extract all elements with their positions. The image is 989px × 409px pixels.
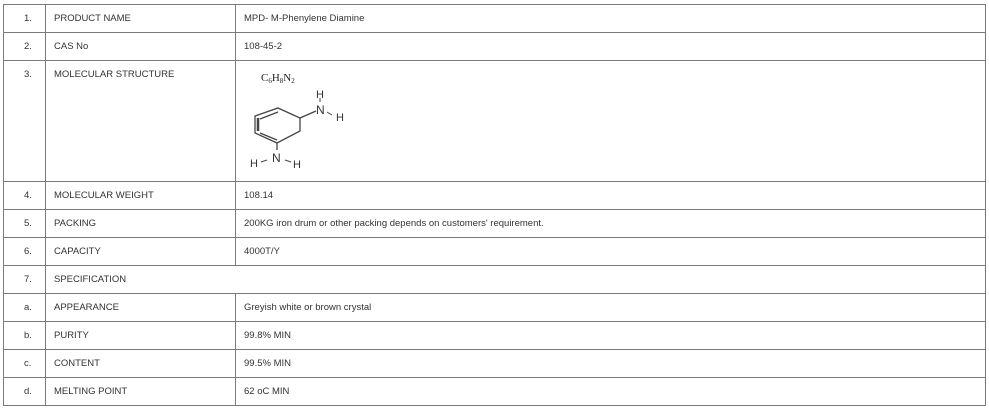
molecular-formula: C6H8N2	[261, 72, 295, 85]
row-label: PURITY	[45, 321, 236, 350]
row-value: 99.8% MIN	[235, 321, 986, 350]
row-label: PACKING	[45, 209, 236, 238]
row-value: 108.14	[235, 181, 986, 210]
row-value: MPD- M-Phenylene Diamine	[235, 4, 986, 33]
row-label: CAPACITY	[45, 237, 236, 266]
row-number: 6.	[3, 237, 46, 266]
row-number: 4.	[3, 181, 46, 210]
benzene-ring	[254, 98, 333, 163]
table-row: 7.SPECIFICATION	[3, 265, 986, 294]
atom-h: H	[293, 159, 301, 171]
row-value: 4000T/Y	[235, 237, 986, 266]
row-label: APPEARANCE	[45, 293, 236, 322]
molecular-structure-diagram: C6H8N2 H N H N	[250, 72, 344, 171]
row-number: 5.	[3, 209, 46, 238]
row-value: Greyish white or brown crystal	[235, 293, 986, 322]
atom-h: H	[336, 112, 344, 124]
table-row: 3.MOLECULAR STRUCTURE C6H8N2 H	[3, 60, 986, 182]
row-number: c.	[3, 349, 46, 378]
row-number: 7.	[3, 265, 46, 294]
row-label: MOLECULAR STRUCTURE	[45, 60, 236, 182]
row-label: MELTING POINT	[45, 377, 236, 406]
row-value: 200KG iron drum or other packing depends…	[235, 209, 986, 238]
row-value: 108-45-2	[235, 32, 986, 61]
row-number: b.	[3, 321, 46, 350]
row-number: 3.	[3, 60, 46, 182]
atom-n: N	[316, 103, 325, 117]
row-label: PRODUCT NAME	[45, 4, 236, 33]
row-number: d.	[3, 377, 46, 406]
row-label: MOLECULAR WEIGHT	[45, 181, 236, 210]
row-number: 1.	[3, 4, 46, 33]
atom-h: H	[250, 158, 258, 170]
row-value: 62 oC MIN	[235, 377, 986, 406]
atom-h: H	[316, 89, 324, 101]
row-label: CAS No	[45, 32, 236, 61]
row-value: 99.5% MIN	[235, 349, 986, 378]
molecular-structure-cell: C6H8N2 H N H N	[235, 60, 986, 182]
row-number: a.	[3, 293, 46, 322]
row-label: CONTENT	[45, 349, 236, 378]
row-label: SPECIFICATION	[45, 265, 986, 294]
atom-n: N	[272, 151, 281, 165]
row-number: 2.	[3, 32, 46, 61]
